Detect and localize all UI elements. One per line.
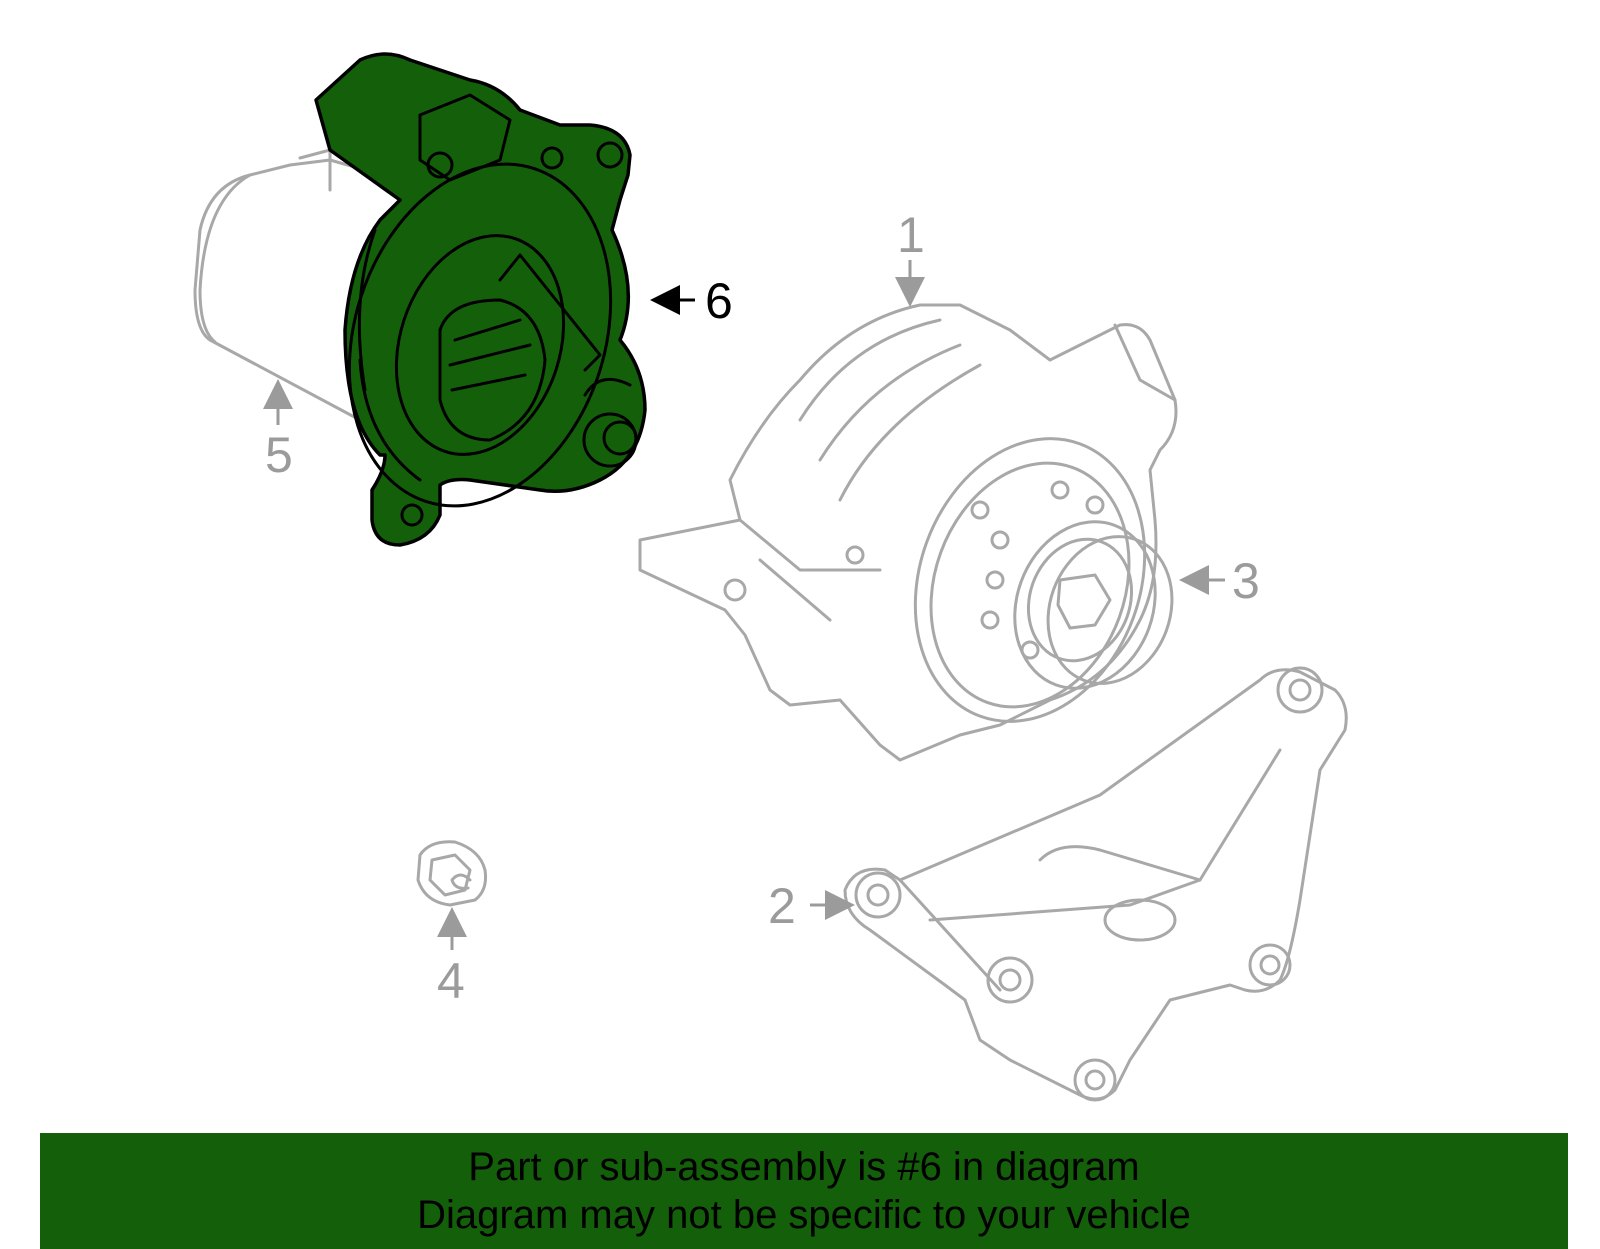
banner-line-1: Part or sub-assembly is #6 in diagram <box>468 1145 1140 1189</box>
alternator-part-1[interactable] <box>638 303 1183 762</box>
pulley-part-3[interactable] <box>1028 519 1192 701</box>
nut-part-4[interactable] <box>416 840 487 907</box>
callout-6: 6 <box>705 273 733 329</box>
callout-2: 2 <box>768 878 796 934</box>
banner-line-2: Diagram may not be specific to your vehi… <box>417 1193 1191 1237</box>
drive-end-housing-part-6[interactable] <box>307 52 653 547</box>
callout-4: 4 <box>437 953 465 1009</box>
callout-1: 1 <box>897 207 925 263</box>
callout-5: 5 <box>265 427 293 483</box>
callout-3: 3 <box>1232 553 1260 609</box>
mounting-bracket-part-2[interactable] <box>843 666 1348 1102</box>
info-banner: Part or sub-assembly is #6 in diagram Di… <box>40 1133 1568 1249</box>
